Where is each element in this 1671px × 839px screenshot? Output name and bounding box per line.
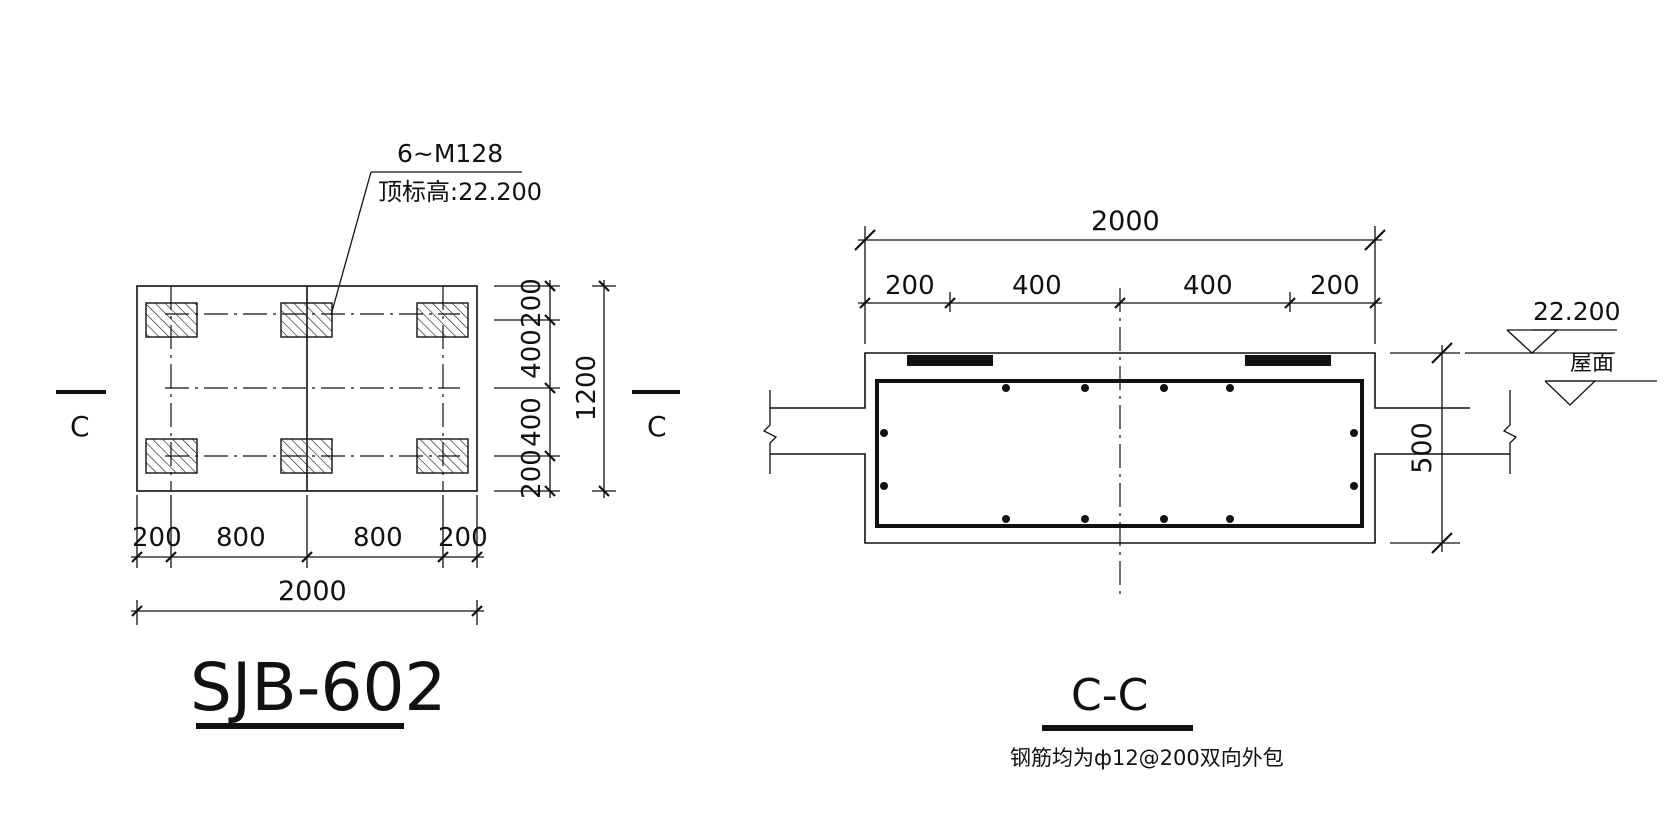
embedded-plate-section [1245, 355, 1331, 366]
rebar-dot [880, 482, 888, 490]
rebar-dot [1160, 384, 1168, 392]
callout-leader [330, 171, 372, 316]
section-mark-right: C [647, 410, 667, 443]
rebar-bars [880, 384, 1358, 523]
callout-spec: 6~M128 [397, 139, 503, 168]
section-top-dimensions: 2000 200 400 400 200 [854, 206, 1386, 344]
rebar-note: 钢筋均为ф12@200双向外包 [1010, 746, 1284, 770]
dim-total: 2000 [278, 576, 347, 607]
rebar-dot [1002, 515, 1010, 523]
break-line-right [1502, 390, 1518, 474]
dim-label: 400 [1012, 271, 1062, 301]
dim-label: 800 [353, 523, 403, 553]
rebar-dot [1350, 429, 1358, 437]
section-height-dimension: 500 [1390, 342, 1460, 554]
dim-label: 200 [517, 278, 547, 328]
rebar-dot [1081, 515, 1089, 523]
section-title: C-C [1071, 670, 1148, 721]
rebar-dot [880, 429, 888, 437]
section-mark-left: C [70, 410, 90, 443]
rebar-dot [1002, 384, 1010, 392]
break-line-left [762, 390, 778, 474]
dim-label: 200 [132, 523, 182, 553]
embedded-plate-section [907, 355, 993, 366]
embedded-plate [416, 438, 469, 474]
embedded-plate [416, 302, 469, 338]
dim-label: 800 [216, 523, 266, 553]
plan-view: 6~M128 顶标高:22.200 C C 200 800 800 200 [56, 139, 680, 729]
rebar-dot [1226, 515, 1234, 523]
elevation-value: 22.200 [1533, 297, 1620, 326]
dim-label: 400 [517, 397, 547, 447]
dim-label: 200 [438, 523, 488, 553]
dim-label: 200 [517, 449, 547, 499]
rebar-dot [1081, 384, 1089, 392]
dim-height: 500 [1407, 422, 1438, 474]
elevation-triangle-icon [1506, 329, 1559, 354]
dim-label: 200 [1310, 271, 1360, 301]
concrete-outline-top [770, 352, 1470, 409]
plan-right-dimensions: 200 400 400 200 1200 [494, 278, 616, 499]
elevation-markers: 22.200 屋面 [1465, 297, 1657, 406]
plan-title: SJB-602 [190, 649, 446, 726]
dim-label: 200 [885, 271, 935, 301]
dim-label: 400 [1183, 271, 1233, 301]
embedded-plate [145, 438, 198, 474]
embedded-plate [145, 302, 198, 338]
embedded-plates [145, 302, 469, 474]
embedded-plate [280, 302, 333, 338]
callout-elevation: 顶标高:22.200 [378, 178, 542, 206]
plan-bottom-dimensions: 200 800 800 200 2000 [131, 495, 488, 625]
dim-label: 400 [517, 329, 547, 379]
embedded-plate [280, 438, 333, 474]
rebar-dot [1226, 384, 1234, 392]
dim-total: 2000 [1091, 206, 1160, 237]
concrete-outline-bottom [770, 453, 1510, 544]
roof-label: 屋面 [1570, 351, 1614, 376]
roof-triangle-icon [1544, 380, 1597, 406]
section-view: 2000 200 400 400 200 22.200 屋面 [762, 206, 1657, 770]
dim-total: 1200 [572, 355, 602, 421]
rebar-dot [1160, 515, 1168, 523]
rebar-dot [1350, 482, 1358, 490]
